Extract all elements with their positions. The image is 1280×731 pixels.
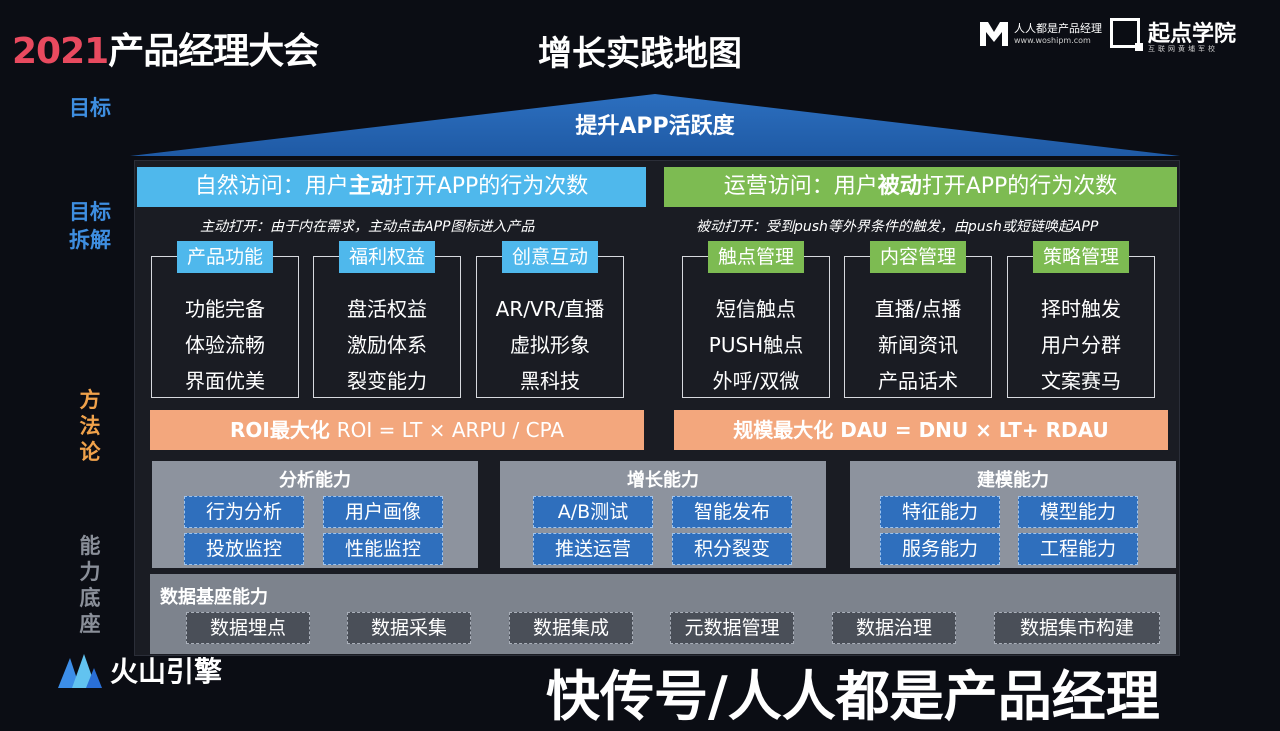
side-label-method-2: 法 xyxy=(79,414,101,438)
category-item: 新闻资讯 xyxy=(878,333,958,357)
qidian-logo-icon xyxy=(1110,18,1143,51)
active-visit-banner: 自然访问：用户主动打开APP的行为次数 xyxy=(137,167,646,207)
category-item: 短信触点 xyxy=(716,297,796,321)
side-label-foundation-4: 座 xyxy=(79,612,101,636)
category-label-creative: 创意互动 xyxy=(501,241,599,273)
category-item: 外呼/双微 xyxy=(712,369,800,393)
capability-title-growth: 增长能力 xyxy=(627,470,699,491)
capability-item: 模型能力 xyxy=(1018,496,1138,528)
category-item: 激励体系 xyxy=(347,333,427,357)
side-label-foundation-2: 力 xyxy=(79,560,101,584)
category-item: 文案赛马 xyxy=(1041,369,1121,393)
data-foundation-item: 数据采集 xyxy=(347,612,471,644)
category-item: 直播/点播 xyxy=(874,297,962,321)
capability-title-modeling: 建模能力 xyxy=(977,470,1049,491)
logo-woshipm-url: www.woshipm.com xyxy=(1014,36,1091,45)
side-label-goal: 目标 xyxy=(69,96,111,120)
category-item: 裂变能力 xyxy=(347,369,427,393)
capability-item: 工程能力 xyxy=(1018,533,1138,565)
capability-item: 推送运营 xyxy=(533,533,653,565)
data-foundation-item: 数据集市构建 xyxy=(994,612,1160,644)
category-item: 黑科技 xyxy=(520,369,580,393)
capability-item: 行为分析 xyxy=(184,496,304,528)
category-item: 择时触发 xyxy=(1041,297,1121,321)
data-foundation-item: 数据集成 xyxy=(509,612,633,644)
goal-label: 提升APP活跃度 xyxy=(575,114,735,139)
data-foundation-item: 元数据管理 xyxy=(670,612,794,644)
data-foundation-item: 数据治理 xyxy=(832,612,956,644)
side-label-breakdown-1: 目标 xyxy=(69,200,111,224)
passive-note: 被动打开：受到push等外界条件的触发，由push或短链唤起APP xyxy=(696,219,1099,235)
side-label-method-1: 方 xyxy=(79,388,101,412)
category-label-touchpoint: 触点管理 xyxy=(707,241,805,273)
conference-year: 2021 xyxy=(12,31,109,72)
passive-visit-banner: 运营访问：用户被动打开APP的行为次数 xyxy=(664,167,1177,207)
capability-item: 用户画像 xyxy=(323,496,443,528)
category-label-benefit: 福利权益 xyxy=(338,241,436,273)
scale-formula-bar: 规模最大化 DAU = DNU × LT+ RDAU xyxy=(674,410,1168,450)
category-label-strategy: 策略管理 xyxy=(1032,241,1130,273)
data-foundation-title: 数据基座能力 xyxy=(160,587,268,608)
category-item: AR/VR/直播 xyxy=(495,297,605,321)
capability-item: 积分裂变 xyxy=(672,533,792,565)
category-label-content: 内容管理 xyxy=(869,241,967,273)
partner-logos: 人人都是产品经理 www.woshipm.com 起点学院 互联网黄埔军校 xyxy=(978,16,1278,56)
capability-item: A/B测试 xyxy=(533,496,653,528)
woshipm-logo-icon xyxy=(980,22,1008,46)
capability-item: 投放监控 xyxy=(184,533,304,565)
active-note: 主动打开：由于内在需求，主动点击APP图标进入产品 xyxy=(200,219,535,235)
goal-roof xyxy=(130,94,1180,156)
category-label-product: 产品功能 xyxy=(176,241,274,273)
capability-item: 服务能力 xyxy=(880,533,1000,565)
logo-qidian-sub: 互联网黄埔军校 xyxy=(1148,45,1218,53)
category-item: 虚拟形象 xyxy=(510,333,590,357)
house-frame xyxy=(134,160,1180,656)
logo-woshipm-name: 人人都是产品经理 xyxy=(1014,22,1102,35)
conference-name: 产品经理大会 xyxy=(108,31,319,72)
capability-item: 特征能力 xyxy=(880,496,1000,528)
capability-item: 性能监控 xyxy=(323,533,443,565)
category-item: 体验流畅 xyxy=(185,333,265,357)
logo-qidian-name: 起点学院 xyxy=(1148,22,1237,47)
data-foundation-item: 数据埋点 xyxy=(186,612,310,644)
category-item: 产品话术 xyxy=(878,369,958,393)
roi-formula-bar: ROI最大化 ROI = LT × ARPU / CPA xyxy=(150,410,644,450)
category-item: 界面优美 xyxy=(185,369,265,393)
category-item: 功能完备 xyxy=(185,297,265,321)
side-label-method-3: 论 xyxy=(79,440,101,464)
volcano-engine-logo-icon xyxy=(58,654,102,688)
page-title: 增长实践地图 xyxy=(538,34,742,74)
category-item: 用户分群 xyxy=(1041,333,1121,357)
side-label-foundation-1: 能 xyxy=(79,534,101,558)
category-item: 盘活权益 xyxy=(347,297,427,321)
side-label-foundation-3: 底 xyxy=(79,586,101,610)
side-label-breakdown-2: 拆解 xyxy=(69,228,111,252)
watermark-text: 快传号/人人都是产品经理 xyxy=(546,665,1160,728)
capability-item: 智能发布 xyxy=(672,496,792,528)
conference-title: 2021产品经理大会 xyxy=(12,22,319,74)
category-item: PUSH触点 xyxy=(708,333,804,357)
capability-title-analysis: 分析能力 xyxy=(279,470,351,491)
brand-name: 火山引擎 xyxy=(110,655,223,688)
